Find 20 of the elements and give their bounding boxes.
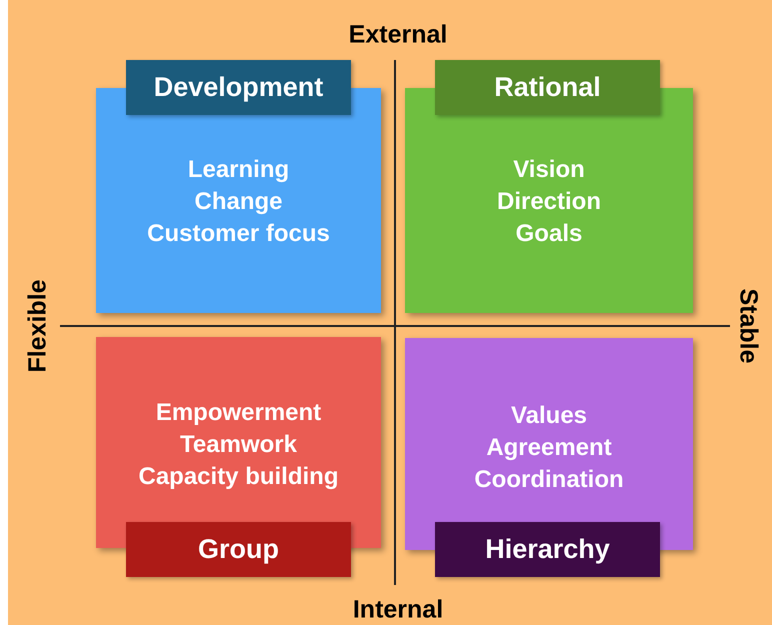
axis-label: Flexible	[24, 279, 52, 373]
quadrant-item: Values	[510, 401, 588, 431]
quadrant-item: Coordination	[474, 465, 624, 495]
axis-label: Stable	[734, 288, 762, 364]
quadrant-item: Agreement	[486, 433, 612, 463]
quadrant-item: Vision	[513, 155, 585, 185]
quadrant-item: Goals	[516, 219, 582, 249]
quadrant-item: Teamwork	[180, 430, 297, 460]
quadrant-title: Rational	[435, 60, 660, 115]
quadrant-item: Empowerment	[156, 398, 322, 428]
quadrant-item: Learning	[188, 155, 290, 185]
quadrant-title: Hierarchy	[435, 522, 660, 577]
quadrant-item: Capacity building	[138, 462, 338, 492]
axis-label: External	[348, 20, 448, 50]
quadrant-title: Group	[126, 522, 351, 577]
axis-label: Internal	[352, 596, 444, 624]
quadrant-item: Customer focus	[147, 219, 330, 249]
quadrant-title: Development	[126, 60, 351, 115]
quadrant-item: Direction	[496, 187, 601, 217]
quadrant-item: Change	[194, 187, 282, 217]
